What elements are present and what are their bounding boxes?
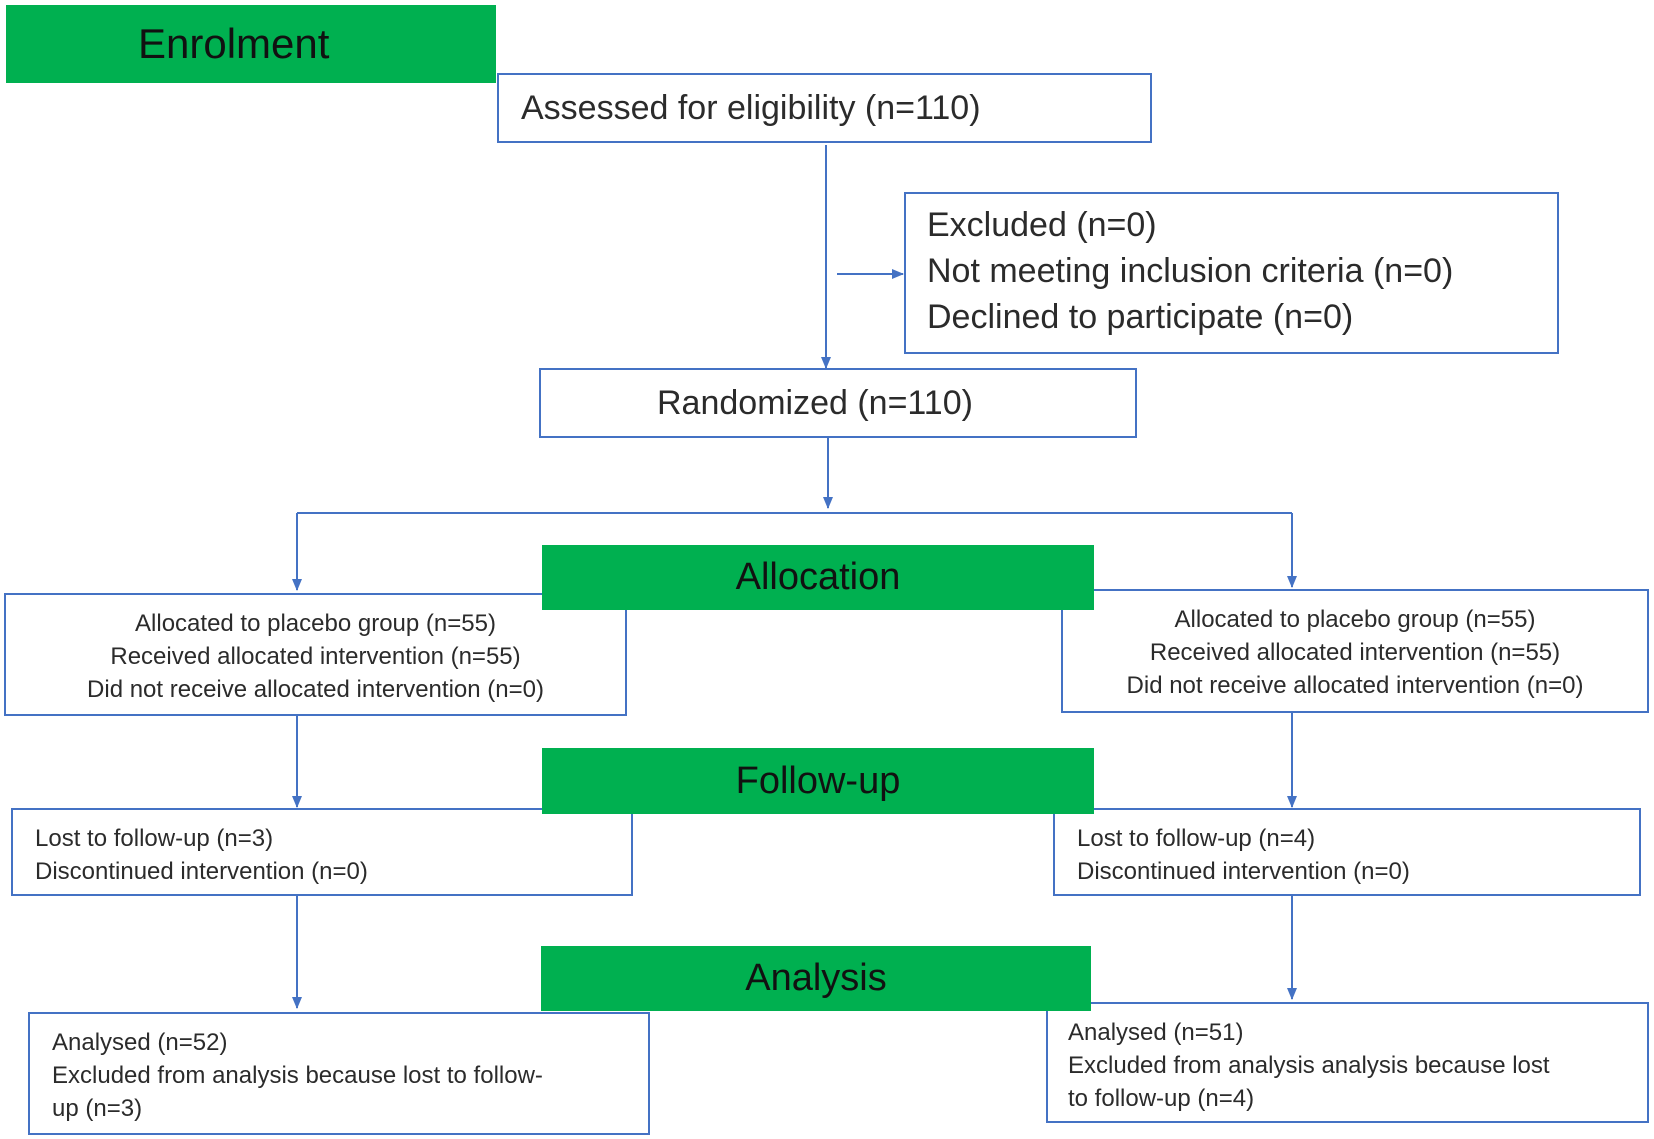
left-discontinued: Discontinued intervention (n=0) [35, 858, 368, 885]
stage-label-allocation: Allocation [542, 545, 1094, 610]
left-received-intervention: Received allocated intervention (n=55) [110, 643, 521, 670]
right-excluded-from-analysis: Excluded from analysis analysis because … [1068, 1052, 1550, 1079]
left-allocated-group: Allocated to placebo group (n=55) [135, 610, 496, 637]
stage-label-follow-up-text: Follow-up [735, 759, 901, 802]
left-follow-up-box: Lost to follow-up (n=3) Discontinued int… [11, 808, 633, 896]
excluded-box: Excluded (n=0) Not meeting inclusion cri… [904, 192, 1559, 354]
stage-label-enrolment-text: Enrolment [138, 20, 330, 67]
excluded-declined: Declined to participate (n=0) [927, 298, 1354, 336]
right-follow-up-box: Lost to follow-up (n=4) Discontinued int… [1053, 808, 1641, 896]
right-excluded-from-analysis-cont: to follow-up (n=4) [1068, 1085, 1255, 1112]
stage-label-enrolment: Enrolment [6, 5, 496, 83]
right-analysed: Analysed (n=51) [1068, 1019, 1244, 1046]
excluded-not-meeting-criteria: Not meeting inclusion criteria (n=0) [927, 252, 1454, 290]
randomized-text: Randomized (n=110) [657, 384, 973, 422]
stage-label-analysis: Analysis [541, 946, 1091, 1011]
left-not-received-intervention: Did not receive allocated intervention (… [87, 676, 544, 703]
right-not-received-intervention: Did not receive allocated intervention (… [1126, 672, 1584, 699]
left-allocation-box: Allocated to placebo group (n=55) Receiv… [4, 593, 627, 716]
assessed-text: Assessed for eligibility (n=110) [521, 89, 981, 127]
right-allocation-box: Allocated to placebo group (n=55) Receiv… [1061, 589, 1649, 713]
stage-label-allocation-text: Allocation [735, 556, 901, 598]
excluded-title: Excluded (n=0) [927, 206, 1157, 244]
right-lost-to-follow-up: Lost to follow-up (n=4) [1077, 825, 1316, 852]
right-discontinued: Discontinued intervention (n=0) [1077, 858, 1410, 885]
stage-label-analysis-text: Analysis [745, 957, 887, 999]
left-excluded-from-analysis-cont: up (n=3) [52, 1095, 143, 1122]
left-analysed: Analysed (n=52) [52, 1029, 228, 1056]
stage-label-follow-up: Follow-up [542, 748, 1094, 814]
left-analysis-box: Analysed (n=52) Excluded from analysis b… [28, 1012, 650, 1135]
randomized-box: Randomized (n=110) [539, 368, 1137, 438]
right-received-intervention: Received allocated intervention (n=55) [1149, 639, 1561, 666]
right-analysis-box: Analysed (n=51) Excluded from analysis a… [1046, 1002, 1649, 1123]
right-allocated-group: Allocated to placebo group (n=55) [1174, 606, 1536, 633]
assessed-box: Assessed for eligibility (n=110) [497, 73, 1152, 143]
left-excluded-from-analysis: Excluded from analysis because lost to f… [52, 1062, 543, 1089]
left-lost-to-follow-up: Lost to follow-up (n=3) [35, 825, 274, 852]
